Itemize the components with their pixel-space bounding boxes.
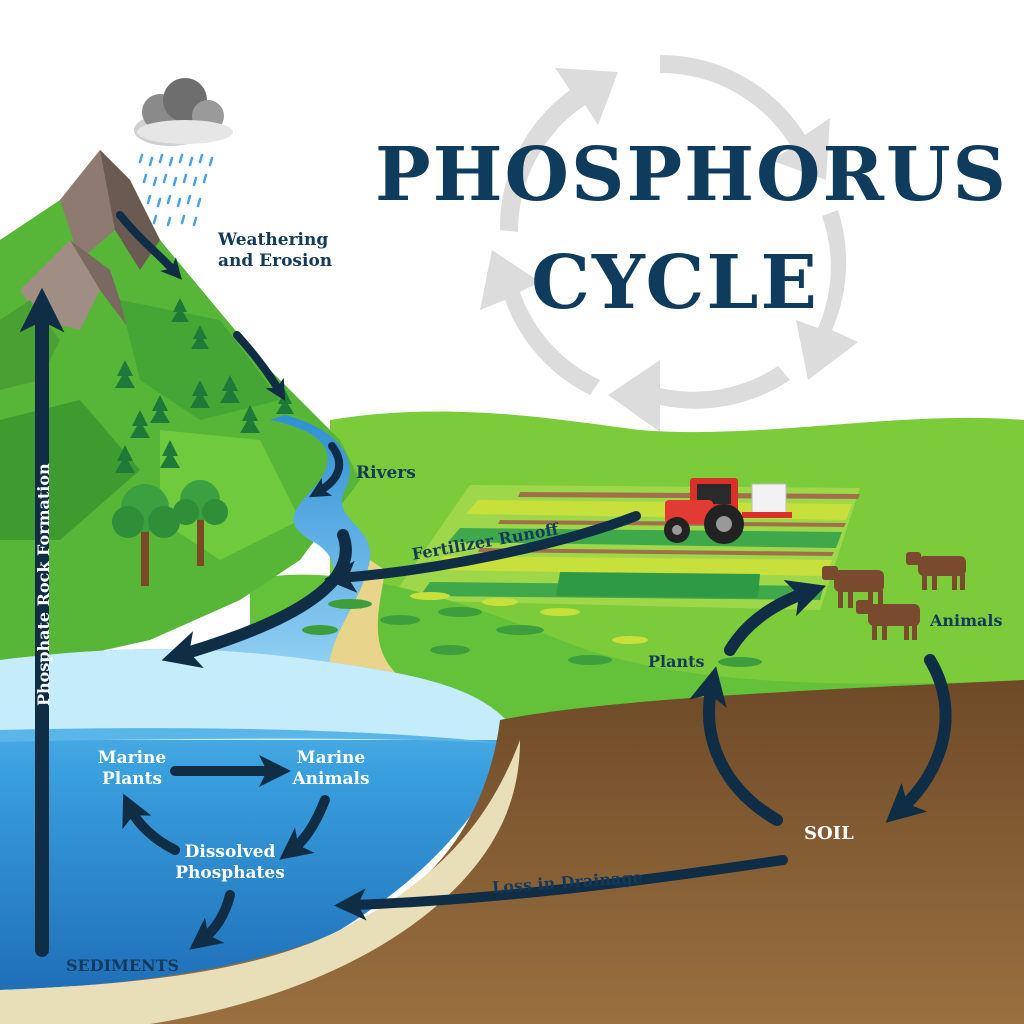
arrow-plants-to-animals (724, 580, 827, 656)
arrows (19, 211, 952, 957)
arrow-dissolved-to-sediments (189, 890, 235, 950)
arrow-rivers (309, 442, 344, 498)
arrow-soil-to-plants (689, 666, 783, 826)
arrow-animals-to-dissolved (279, 795, 330, 860)
label-marine-animals: Marine Animals (292, 748, 370, 789)
arrow-loss-in-drainage (334, 855, 788, 921)
arrow-fertilizer-runoff (324, 511, 641, 593)
grass-tufts (302, 599, 762, 667)
label-plants: Plants (648, 652, 705, 671)
cycle-ring-icon (480, 54, 858, 432)
shallow-water-mid (0, 728, 515, 745)
cow-icon (906, 552, 966, 590)
arrow-erosion (233, 331, 286, 401)
river (130, 415, 371, 690)
tree-icon (112, 480, 228, 586)
tree-icon (115, 298, 294, 473)
sediment-layer (0, 740, 520, 1024)
label-dissolved-phosphates: Dissolved Phosphates (175, 842, 285, 883)
label-weathering: Weathering and Erosion (218, 230, 333, 271)
label-soil: SOIL (804, 823, 854, 844)
tractor-icon (664, 478, 792, 544)
label-rivers: Rivers (356, 463, 416, 483)
arrow-dissolved-to-plants (122, 793, 180, 855)
river-bank (328, 560, 420, 690)
grass-tufts-light (410, 592, 648, 644)
label-animals: Animals (930, 611, 1003, 630)
label-phosphate-rock-formation: Phosphate Rock Formation (34, 463, 53, 706)
title-line-2: CYCLE (531, 240, 819, 326)
label-sediments: SEDIMENTS (66, 956, 180, 975)
label-marine-plants: Marine Plants (97, 748, 167, 789)
arrow-animals-to-soil (885, 654, 952, 823)
rain-cloud-icon (134, 78, 233, 227)
title-line-1: PHOSPHORUS (375, 132, 1008, 218)
arrow-river-to-ocean (161, 529, 352, 669)
shallow-water (0, 649, 520, 740)
cow-icon (822, 566, 884, 608)
soil (0, 680, 1024, 1024)
cow-icon (856, 600, 920, 640)
arrow-weathering (116, 211, 182, 280)
